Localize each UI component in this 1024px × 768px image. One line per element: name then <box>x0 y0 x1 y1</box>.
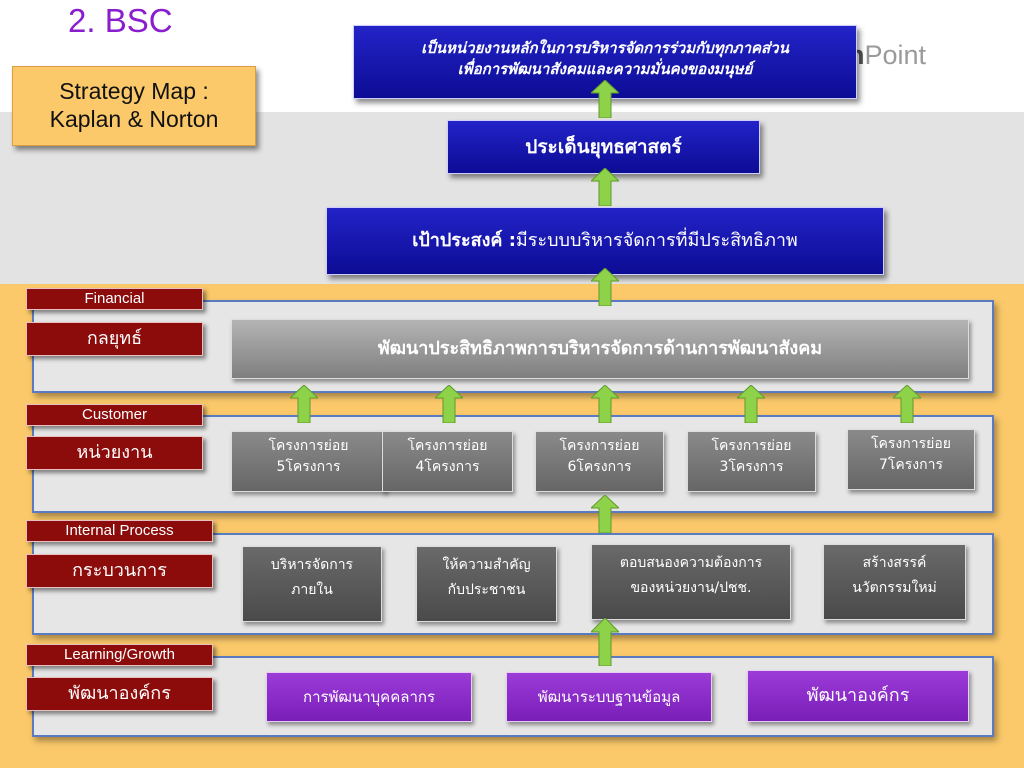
subproject-line1: โครงการย่อย <box>407 438 488 454</box>
goal-text: มีระบบบริหารจัดการที่มีประสิทธิภาพ <box>515 230 798 251</box>
subproject-box: โครงการย่อย 6โครงการ <box>535 431 664 492</box>
process-line2: นวัตกรรมใหม่ <box>852 580 937 596</box>
strategy-map-label: Strategy Map : Kaplan & Norton <box>12 66 256 146</box>
subproject-line2: 4โครงการ <box>415 459 480 475</box>
subproject-line1: โครงการย่อย <box>711 438 792 454</box>
subproject-box: โครงการย่อย 4โครงการ <box>382 431 513 492</box>
customer-tag-en: Customer <box>26 404 203 426</box>
customer-tag-th: หน่วยงาน <box>26 436 203 470</box>
subproject-line2: 6โครงการ <box>567 459 632 475</box>
learning-growth-tag-en: Learning/Growth <box>26 644 213 666</box>
brand-light: Point <box>864 40 927 70</box>
subproject-line1: โครงการย่อย <box>871 436 951 452</box>
goal-label: เป้าประสงค์ : <box>412 230 516 251</box>
process-line1: บริหารจัดการ <box>270 557 354 573</box>
strategy-map-label-line2: Kaplan & Norton <box>49 106 219 132</box>
learning-growth-tag-th: พัฒนาองค์กร <box>26 677 213 711</box>
subproject-line2: 5โครงการ <box>276 459 341 475</box>
up-arrow-icon <box>591 268 619 306</box>
financial-tag-th: กลยุทธ์ <box>26 322 203 356</box>
subproject-box: โครงการย่อย 7โครงการ <box>847 429 975 490</box>
process-line2: กับประชาชน <box>447 582 526 598</box>
process-box: ให้ความสำคัญ กับประชาชน <box>416 546 557 622</box>
process-box: สร้างสรรค์ นวัตกรรมใหม่ <box>823 544 966 620</box>
internal-process-tag-en: Internal Process <box>26 520 213 542</box>
subproject-line1: โครงการย่อย <box>268 438 349 454</box>
internal-process-tag-th: กระบวนการ <box>26 554 213 588</box>
strategy-map-label-line1: Strategy Map : <box>59 78 209 104</box>
up-arrow-icon <box>591 495 619 533</box>
process-line2: ของหน่วยงาน/ปชช. <box>630 580 752 596</box>
slide-title: 2. BSC <box>68 2 173 39</box>
vision-line2: เพื่อการพัฒนาสังคมและความมั่นคงของมนุษย์ <box>457 60 753 78</box>
goal-box: เป้าประสงค์ :มีระบบบริหารจัดการที่มีประส… <box>326 207 884 275</box>
up-arrow-icon <box>591 80 619 118</box>
subproject-box: โครงการย่อย 3โครงการ <box>687 431 816 492</box>
up-arrow-icon <box>591 618 619 666</box>
subproject-line2: 3โครงการ <box>719 459 784 475</box>
up-arrow-icon <box>591 168 619 206</box>
subproject-box: โครงการย่อย 5โครงการ <box>231 431 386 492</box>
process-line1: ตอบสนองความต้องการ <box>619 555 763 571</box>
process-line1: ให้ความสำคัญ <box>442 557 531 573</box>
up-arrow-icon <box>435 385 463 423</box>
vision-line1: เป็นหน่วยงานหลักในการบริหารจัดการร่วมกับ… <box>421 39 789 57</box>
process-line1: สร้างสรรค์ <box>862 555 927 571</box>
learning-box: การพัฒนาบุคคลากร <box>266 672 472 722</box>
process-box: บริหารจัดการ ภายใน <box>242 546 382 622</box>
subproject-line1: โครงการย่อย <box>559 438 640 454</box>
process-line2: ภายใน <box>291 582 333 598</box>
subproject-line2: 7โครงการ <box>878 457 943 473</box>
strategy-box: พัฒนาประสิทธิภาพการบริหารจัดการด้านการพั… <box>231 319 969 379</box>
up-arrow-icon <box>737 385 765 423</box>
process-box: ตอบสนองความต้องการ ของหน่วยงาน/ปชช. <box>591 544 791 620</box>
up-arrow-icon <box>591 385 619 423</box>
up-arrow-icon <box>290 385 318 423</box>
financial-tag-en: Financial <box>26 288 203 310</box>
up-arrow-icon <box>893 385 921 423</box>
learning-box: พัฒนาระบบฐานข้อมูล <box>506 672 712 722</box>
learning-box: พัฒนาองค์กร <box>747 670 969 722</box>
strategic-issue-box: ประเด็นยุทธศาสตร์ <box>447 120 760 174</box>
